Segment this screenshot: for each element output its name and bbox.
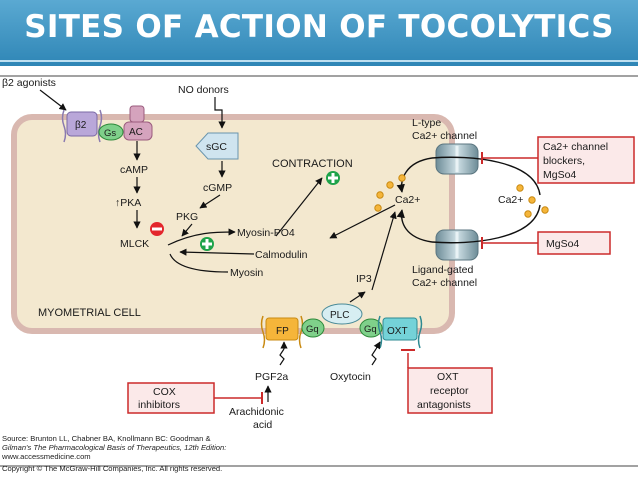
adenylyl-cyclase: [123, 105, 153, 141]
ip3-to-ca-arrow: [371, 211, 397, 291]
beta2-agonist-arrow: [39, 89, 67, 111]
pgf2a-zigzag: [279, 348, 285, 366]
myosin-label: Myosin: [230, 267, 263, 279]
oxt-antagonists-box: OXT receptor antagonists: [407, 367, 493, 414]
oxt-antag-line3: antagonists: [417, 399, 471, 411]
source-line1: Source: Brunton LL, Chabner BA, Knollman…: [2, 434, 211, 443]
oxytocin-to-oxt-arrow: [373, 341, 381, 350]
ca-influx-arrow-bottom: [396, 209, 433, 243]
mlck-label: MLCK: [120, 238, 149, 250]
cgmp-label: cGMP: [203, 182, 232, 194]
ca-blockers-line1: Ca2+ channel: [543, 141, 608, 153]
cox-inhibitors-box: COX inhibitors: [127, 382, 215, 414]
ligand-gated-label-line2: Ca2+ channel: [412, 277, 477, 289]
title-bar: SITES OF ACTION OF TOCOLYTICS: [0, 0, 638, 66]
pkg-label: PKG: [176, 211, 198, 223]
pgf2a-label: PGF2a: [255, 371, 288, 383]
ca-outer-label: Ca2+: [498, 194, 523, 206]
no-donors-label: NO donors: [178, 84, 229, 96]
myosin-po4-label: Myosin-PO4: [237, 227, 295, 239]
ca-loop-bottom: [431, 204, 541, 244]
myosin-plus: [200, 237, 214, 251]
cgmp-to-pkg-arrow: [199, 194, 221, 209]
ltype-ca-channel: [435, 143, 479, 175]
pka-label: ↑PKA: [115, 197, 141, 209]
ligand-gated-ca-channel: [435, 229, 479, 261]
mlck-to-myosin-po4-arrow: [167, 228, 236, 246]
title-underline: [0, 60, 638, 62]
plc-enzyme: [321, 303, 363, 325]
calmodulin-label: Calmodulin: [255, 249, 308, 261]
source-copyright: Copyright © The McGraw-Hill Companies, I…: [2, 464, 223, 473]
oxt-antag-line2: receptor: [430, 385, 469, 397]
oxytocin-zigzag: [371, 348, 377, 366]
myosin-po4-to-contraction-arrow: [275, 177, 323, 237]
oxt-receptor: [377, 315, 423, 349]
contraction-label: CONTRACTION: [272, 158, 353, 170]
mgso4-label: MgSo4: [546, 238, 579, 250]
ac-label: AC: [129, 127, 143, 138]
page-title: SITES OF ACTION OF TOCOLYTICS: [24, 9, 614, 45]
fp-label: FP: [276, 326, 289, 337]
no-donors-arrow: [214, 97, 226, 129]
gq-right-label: Gq: [364, 324, 377, 335]
cox-line1: COX: [153, 386, 176, 398]
mgso4-box: MgSo4: [537, 231, 611, 255]
sgc-label: sGC: [206, 141, 227, 153]
ip3-label: IP3: [356, 273, 372, 285]
calmodulin-to-mlck-arrow: [179, 248, 255, 256]
ca-ions: [374, 174, 549, 218]
beta2-receptor-label: β2: [75, 120, 87, 131]
beta2-receptor: [61, 109, 103, 143]
source-line3: www.accessmedicine.com: [2, 452, 91, 461]
gq-left-label: Gq: [306, 324, 319, 335]
myometrial-cell-label: MYOMETRIAL CELL: [38, 307, 141, 319]
mlck-inhibition-minus: [150, 222, 164, 236]
oxytocin-label: Oxytocin: [330, 371, 371, 383]
gq-right-protein: [359, 318, 383, 338]
ca-blockers-line3: MgSo4: [543, 169, 576, 181]
ltype-label-line2: Ca2+ channel: [412, 130, 477, 142]
ca-to-calmodulin-arrow: [329, 204, 396, 239]
sgc-shape: [195, 132, 239, 160]
contraction-plus: [326, 171, 340, 185]
oxt-antag-line1: OXT: [437, 371, 459, 383]
ca-inner-label: Ca2+: [395, 194, 420, 206]
plc-label: PLC: [330, 310, 349, 321]
ltype-label-line1: L-type: [412, 117, 441, 129]
gs-protein: [98, 123, 124, 141]
beta2-agonists-label: β2 agonists: [2, 77, 56, 89]
ca-loop-top: [431, 156, 541, 196]
myometrial-cell: [11, 114, 455, 334]
gq-left-protein: [301, 318, 325, 338]
ca-influx-arrow-top: [396, 157, 433, 193]
arachidonic-label-line2: acid: [253, 419, 272, 431]
oxt-label: OXT: [387, 326, 408, 337]
pkg-to-mlck-arrow: [181, 223, 193, 237]
plc-to-ip3-arrow: [349, 291, 366, 303]
source-line2: Gilman's The Pharmacological Basis of Th…: [2, 443, 227, 452]
fp-receptor: [260, 315, 304, 349]
camp-label: cAMP: [120, 164, 148, 176]
cox-line2: inhibitors: [138, 399, 180, 411]
ca-channel-blockers-box: Ca2+ channel blockers, MgSo4: [537, 136, 635, 184]
arachidonic-label-line1: Arachidonic: [229, 406, 284, 418]
ligand-gated-label-line1: Ligand-gated: [412, 264, 473, 276]
ca-blockers-line2: blockers,: [543, 155, 585, 167]
gs-label: Gs: [104, 128, 116, 139]
myosin-cycle-arc: [169, 253, 229, 273]
